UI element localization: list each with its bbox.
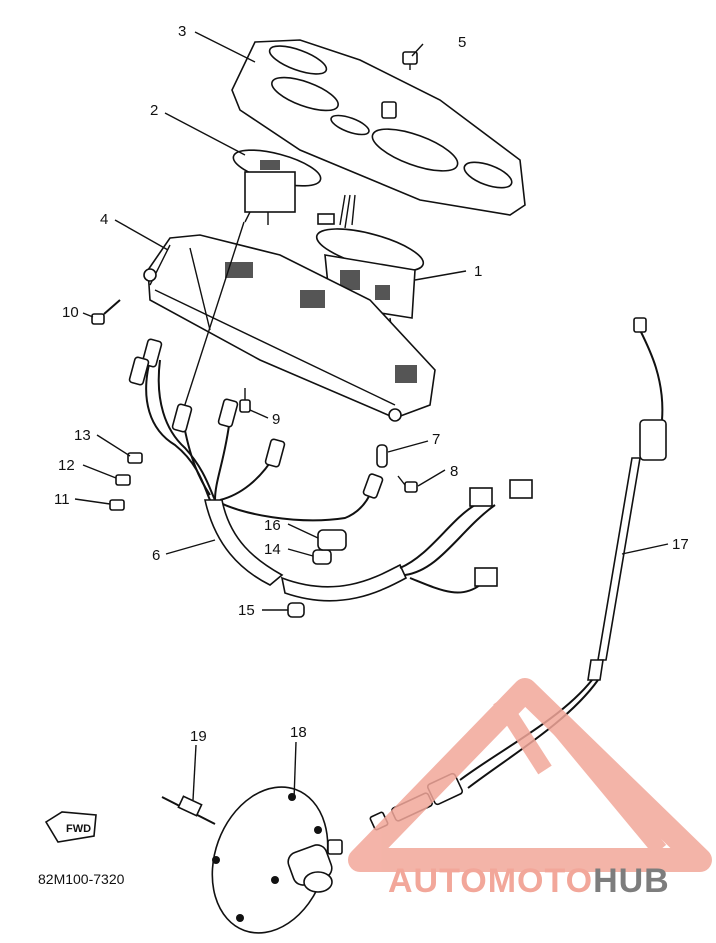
screw-9 (239, 388, 251, 413)
callout-15: 15 (238, 602, 255, 619)
watermark-text-part1: AUTOMOTO (388, 862, 593, 900)
callout-12: 12 (58, 457, 75, 474)
callout-8: 8 (450, 463, 458, 480)
callout-5: 5 (458, 34, 466, 51)
bulb-7 (376, 444, 388, 468)
grommet-16 (317, 529, 347, 551)
fwd-label: FWD (66, 823, 91, 835)
wire-harness (145, 359, 496, 602)
callout-18: 18 (290, 724, 307, 741)
callout-6: 6 (152, 547, 160, 564)
callout-2: 2 (150, 102, 158, 119)
callout-labels: 3 5 2 4 1 10 9 13 7 12 8 11 16 14 6 15 1… (54, 23, 689, 745)
small-part-13 (127, 452, 143, 464)
grommet (402, 51, 418, 70)
screw-8 (397, 475, 418, 493)
diagram-code: 82M100-7320 (38, 871, 125, 887)
gauge-assembly-small (232, 149, 322, 225)
small-part-12 (115, 474, 131, 486)
callout-7: 7 (432, 431, 440, 448)
watermark-text-part2: HUB (593, 862, 670, 900)
callout-9: 9 (272, 411, 280, 428)
small-part-11 (109, 499, 125, 511)
leader-lines (74, 31, 669, 801)
callout-11: 11 (54, 491, 70, 508)
meter-cover (231, 39, 526, 216)
callout-4: 4 (100, 211, 108, 228)
small-part-14 (312, 549, 332, 565)
meter-case (143, 234, 436, 422)
callout-3: 3 (178, 23, 186, 40)
callout-17: 17 (672, 536, 689, 553)
callout-19: 19 (190, 728, 207, 745)
callout-16: 16 (264, 517, 281, 534)
drive-flange (211, 786, 343, 934)
callout-1: 1 (474, 263, 482, 280)
watermark-text: AUTOMOTOHUB (388, 862, 670, 900)
screw-10 (91, 299, 121, 325)
watermark-logo (348, 678, 712, 872)
callout-13: 13 (74, 427, 91, 444)
small-part-15 (287, 602, 305, 618)
callout-10: 10 (62, 304, 79, 321)
callout-14: 14 (264, 541, 281, 558)
forward-arrow: FWD (44, 811, 97, 843)
pin-19 (161, 795, 216, 825)
